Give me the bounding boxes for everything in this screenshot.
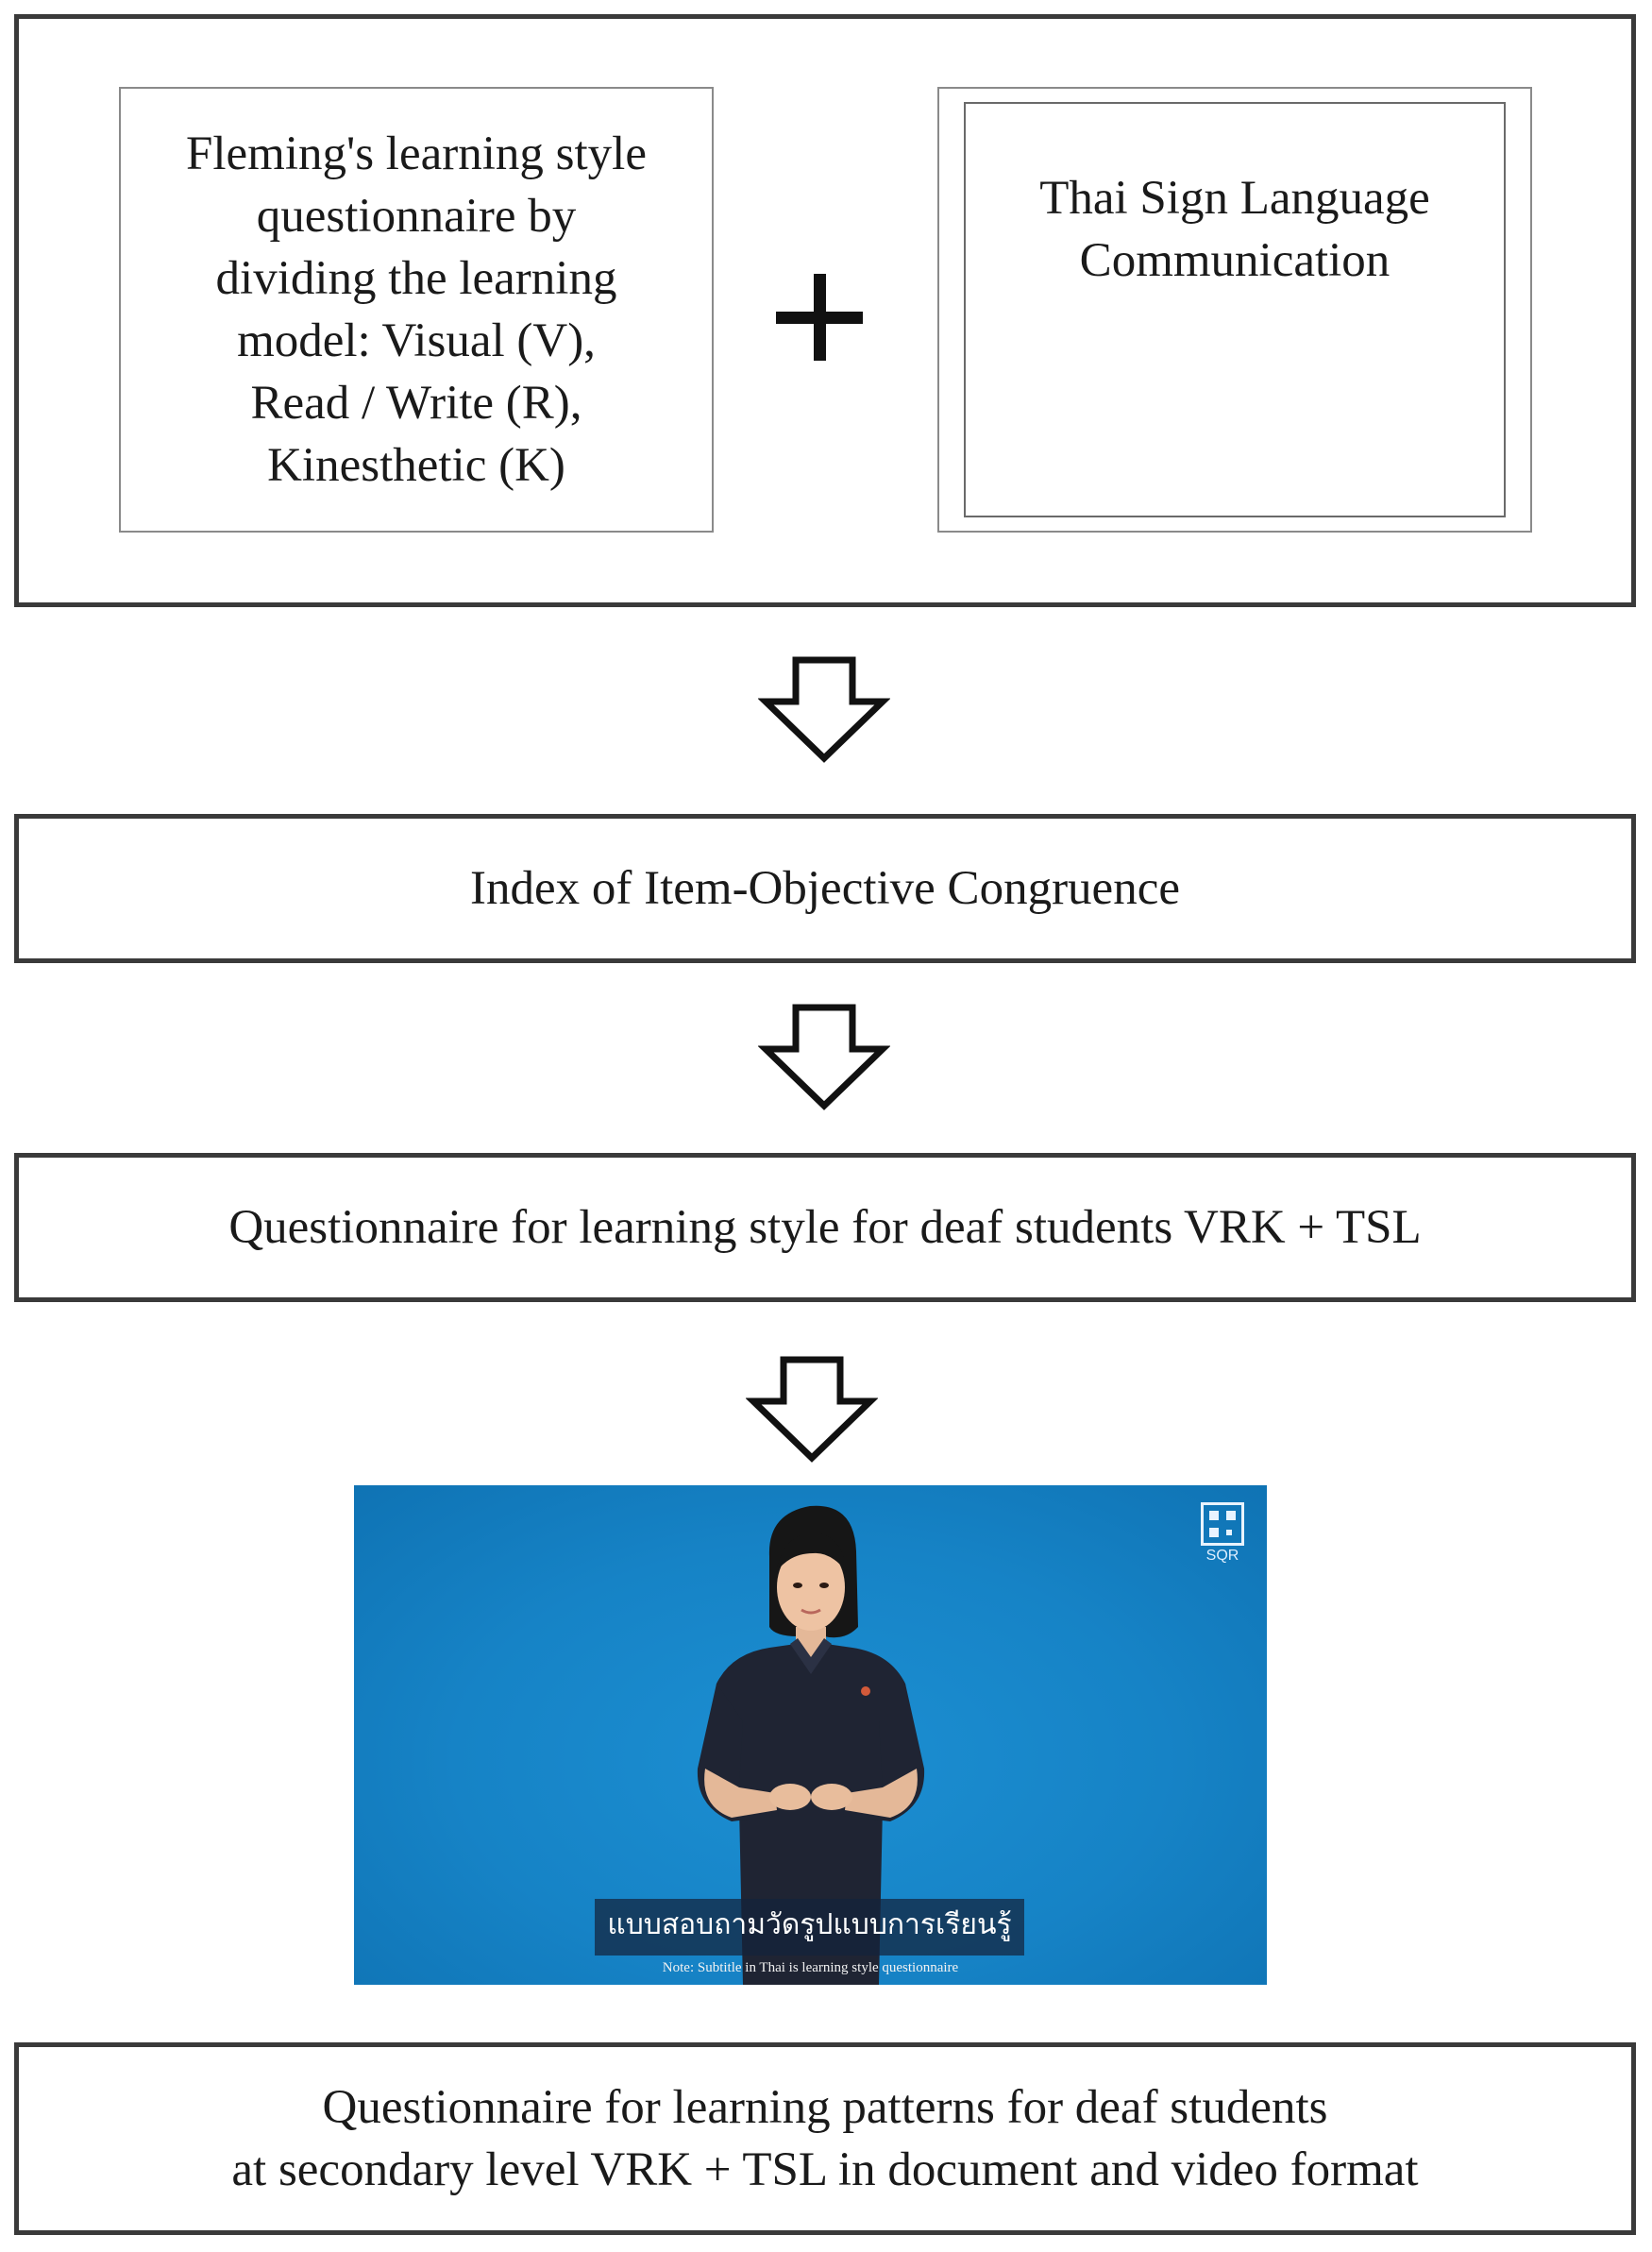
fleming-line: Kinesthetic (K) [267,439,565,492]
thai-sign-language-inner-box: Thai Sign Language Communication [964,102,1506,517]
tsl-line: Thai Sign Language [1039,172,1430,225]
down-arrow-icon [758,656,890,763]
top-container [14,14,1636,607]
final-step-line: Questionnaire for learning patterns for … [322,2081,1328,2134]
plus-icon: + [776,274,863,361]
qr-code-graphic [1201,1502,1244,1546]
qr-logo-label: SQR [1205,1548,1239,1564]
fleming-line: model: Visual (V), [237,314,596,367]
fleming-questionnaire-text: Fleming's learning style questionnaire b… [186,123,647,497]
thai-sign-language-box: Thai Sign Language Communication [937,87,1532,533]
fleming-line: questionnaire by [256,190,577,243]
tsl-line: Communication [1079,234,1391,287]
thai-subtitle: แบบสอบถามวัดรูปแบบการเรียนรู้ [595,1899,1024,1956]
final-step-box: Questionnaire for learning patterns for … [14,2042,1636,2235]
subtitle-note: Note: Subtitle in Thai is learning style… [662,1960,959,1975]
down-arrow-icon [746,1356,878,1463]
ioc-step-text: Index of Item-Objective Congruence [470,862,1180,915]
fleming-questionnaire-box: Fleming's learning style questionnaire b… [119,87,714,533]
qr-logo-icon: SQR [1199,1502,1246,1565]
down-arrow-icon [758,1004,890,1110]
thai-sign-language-text: Thai Sign Language Communication [1039,167,1430,292]
questionnaire-step-text: Questionnaire for learning style for dea… [228,1201,1422,1254]
final-step-text: Questionnaire for learning patterns for … [231,2076,1418,2201]
final-step-line: at secondary level VRK + TSL in document… [231,2143,1419,2196]
fleming-line: Fleming's learning style [186,127,647,180]
sign-language-video-frame: SQR แบบสอบถามวัดรูปแบบการเรียนรู้ Note: … [354,1485,1267,1985]
fleming-line: dividing the learning [215,252,617,305]
ioc-step-box: Index of Item-Objective Congruence [14,814,1636,963]
questionnaire-step-box: Questionnaire for learning style for dea… [14,1153,1636,1302]
fleming-line: Read / Write (R), [250,377,582,430]
